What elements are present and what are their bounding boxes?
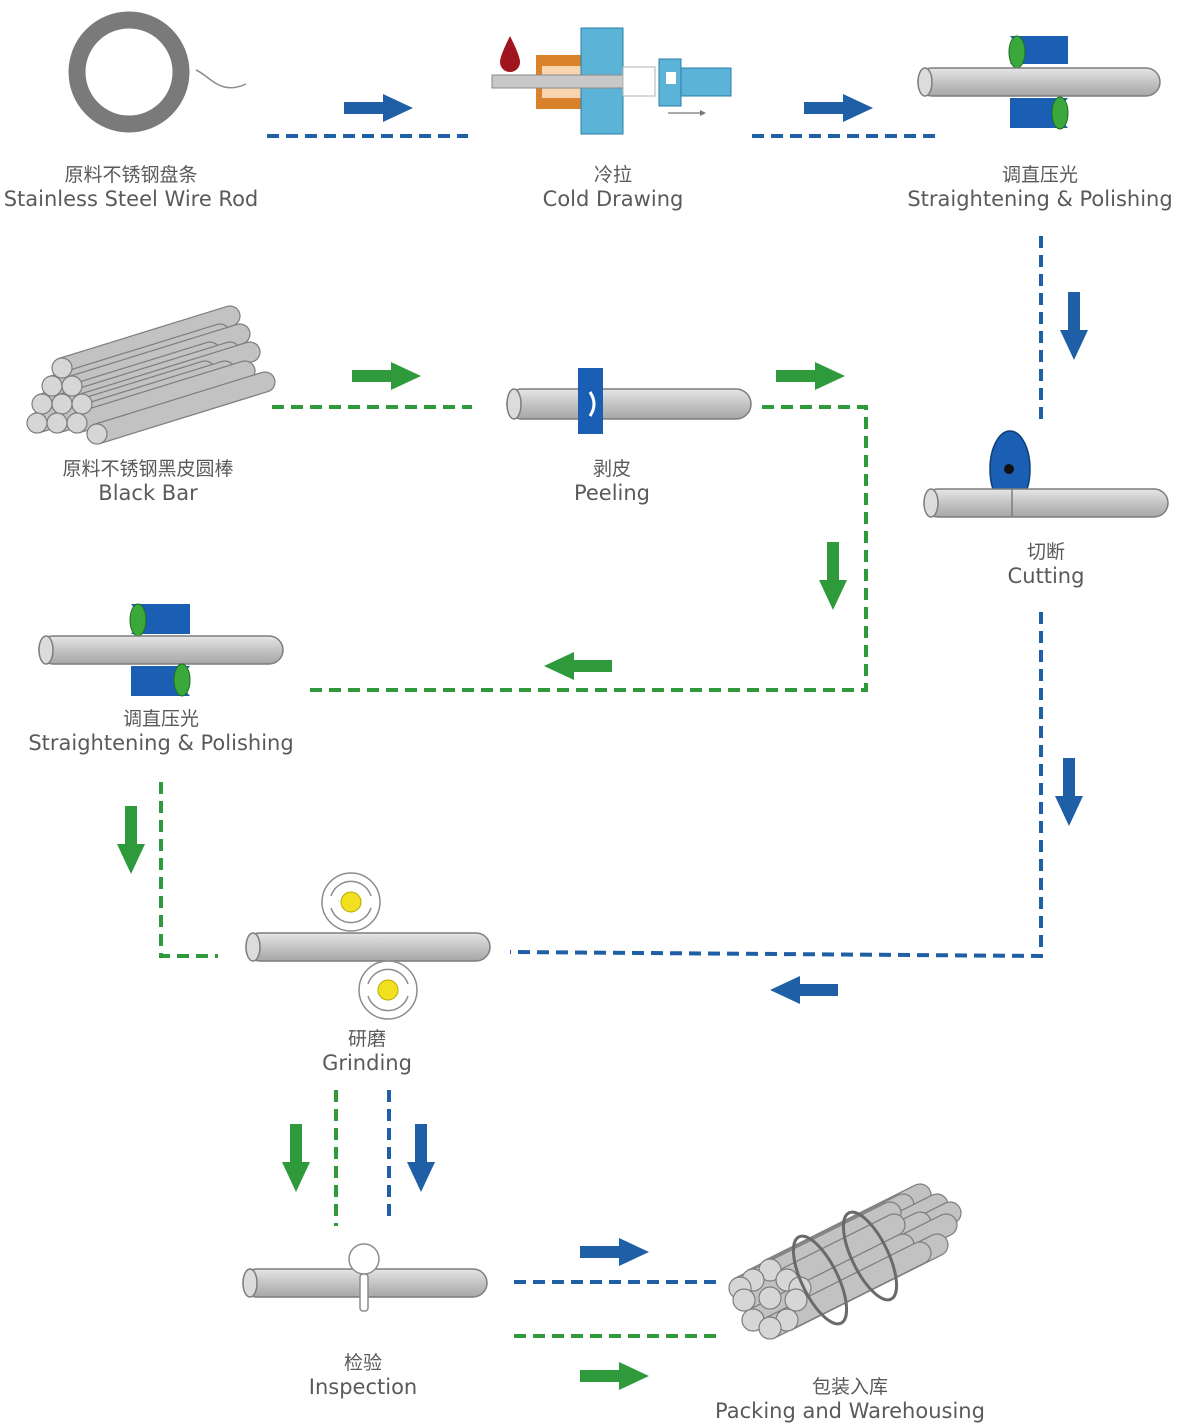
arrow-down-icon: [819, 542, 847, 610]
cutting-saw-icon: [923, 430, 1169, 518]
step-cold-drawing-zh: 冷拉: [593, 164, 632, 186]
step-peeling-label: 剥皮 Peeling: [532, 458, 692, 506]
step-peeling-zh: 剥皮: [592, 458, 631, 480]
step-packing-label: 包装入库 Packing and Warehousing: [700, 1376, 1000, 1424]
step-grinding-label: 研磨 Grinding: [292, 1028, 442, 1076]
step-black-bar-label: 原料不锈钢黑皮圆棒 Black Bar: [28, 458, 268, 506]
step-wire-rod-zh: 原料不锈钢盘条: [64, 164, 198, 186]
step-cutting-zh: 切断: [1026, 541, 1065, 563]
step-inspection-zh: 检验: [343, 1352, 382, 1374]
arrow-right-icon: [804, 94, 873, 122]
packing-bundle-icon: [728, 1183, 962, 1340]
green-route-lines: [159, 405, 868, 1338]
peeling-icon: [506, 368, 752, 434]
green-line-straightening-to-grinding: [159, 782, 218, 958]
arrow-left-icon: [544, 652, 612, 680]
straightening-rollers-icon: [38, 603, 284, 697]
step-peeling-en: Peeling: [573, 480, 651, 505]
arrow-right-icon: [776, 362, 845, 390]
grinding-wheels-icon: [245, 872, 491, 1020]
step-inspection-en: Inspection: [308, 1374, 418, 1399]
arrow-down-icon: [1055, 758, 1083, 826]
step-black-bar-zh: 原料不锈钢黑皮圆棒: [62, 458, 234, 480]
blue-arrows: [344, 94, 1088, 1266]
step-straightening-1-label: 调直压光 Straightening & Polishing: [898, 164, 1182, 212]
step-packing-en: Packing and Warehousing: [715, 1398, 985, 1423]
step-straightening-1-zh: 调直压光: [1001, 164, 1078, 186]
oil-drop-icon: [500, 36, 520, 72]
step-straightening-2-en: Straightening & Polishing: [28, 730, 294, 755]
blue-route-lines: [267, 134, 1043, 1284]
wire-rod-coil-icon: [68, 11, 247, 133]
arrow-right-icon: [580, 1362, 649, 1390]
blue-line-cutting-to-grinding: [509, 612, 1043, 959]
arrow-right-icon: [344, 94, 413, 122]
arrow-down-icon: [1060, 292, 1088, 360]
green-arrows: [117, 362, 847, 1390]
step-straightening-1-en: Straightening & Polishing: [907, 186, 1173, 211]
arrow-left-icon: [770, 976, 838, 1004]
cold-drawing-machine-icon: [491, 27, 732, 135]
step-wire-rod-label: 原料不锈钢盘条 Stainless Steel Wire Rod: [0, 164, 262, 212]
green-line-peeling-to-straightening: [306, 405, 868, 692]
step-straightening-2-zh: 调直压光: [122, 708, 199, 730]
step-grinding-en: Grinding: [322, 1050, 412, 1075]
step-inspection-label: 检验 Inspection: [288, 1352, 438, 1400]
arrow-down-icon: [282, 1124, 310, 1192]
arrow-right-icon: [352, 362, 421, 390]
inspection-magnifier-icon: [242, 1243, 488, 1312]
step-grinding-zh: 研磨: [347, 1028, 386, 1050]
straightening-rollers-icon: [917, 35, 1161, 130]
step-packing-zh: 包装入库: [811, 1376, 888, 1398]
arrow-down-icon: [407, 1124, 435, 1192]
step-cold-drawing-en: Cold Drawing: [542, 186, 684, 211]
step-cold-drawing-label: 冷拉 Cold Drawing: [500, 164, 726, 212]
step-wire-rod-en: Stainless Steel Wire Rod: [3, 186, 259, 211]
black-bar-bundle-icon: [26, 305, 276, 445]
step-cutting-en: Cutting: [1007, 563, 1085, 588]
step-straightening-2-label: 调直压光 Straightening & Polishing: [18, 708, 304, 756]
arrow-down-icon: [117, 806, 145, 874]
step-cutting-label: 切断 Cutting: [966, 541, 1126, 589]
step-black-bar-en: Black Bar: [98, 480, 198, 505]
arrow-right-icon: [580, 1238, 649, 1266]
